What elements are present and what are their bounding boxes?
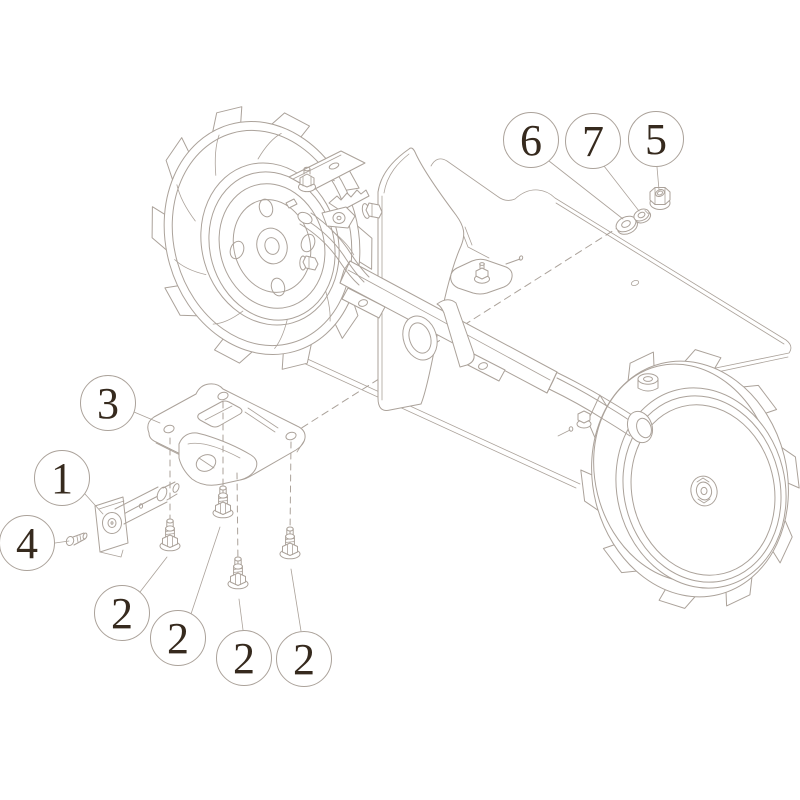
serrated-clamp	[328, 189, 370, 212]
hub-side-bolt	[361, 202, 383, 219]
axle-beam	[339, 260, 558, 394]
callout-5-label: 5	[645, 115, 667, 164]
callout-4-label: 4	[16, 519, 38, 568]
hub-lower-bolt	[299, 255, 319, 271]
tire-tread-line	[176, 184, 196, 222]
lever-arm	[321, 206, 356, 229]
bracket-slot	[197, 400, 243, 428]
callout-7: 7	[565, 113, 621, 169]
mounting-bracket	[147, 383, 306, 486]
callout-2d-label: 2	[293, 635, 315, 684]
filler-cap	[637, 373, 659, 392]
right-axle-tube	[548, 371, 659, 444]
guard-plate	[377, 147, 465, 411]
beam-tab-left	[341, 287, 386, 319]
beam-strap	[436, 299, 475, 368]
callout-balloons: 6 7 5 3 1 4 2 2	[0, 111, 684, 687]
callout-3-label: 3	[97, 379, 119, 428]
hub-top-bolt	[298, 166, 316, 193]
right-hub	[690, 475, 718, 507]
set-screw	[65, 532, 88, 547]
axle-collar	[402, 315, 438, 361]
callout-2a-label: 2	[111, 589, 133, 638]
callout-4: 4	[0, 515, 55, 571]
callout-7-label: 7	[582, 117, 604, 166]
bolt-phantom-lines	[169, 401, 292, 567]
bracket-channel	[178, 432, 258, 486]
callout-5: 5	[628, 111, 684, 167]
callout-1: 1	[34, 450, 90, 506]
lock-washer	[633, 208, 652, 224]
housing-bolt	[576, 410, 592, 429]
callout-2c: 2	[216, 630, 272, 686]
pivot-pin	[94, 481, 180, 558]
left-hub-boss	[256, 227, 288, 265]
left-hub-fittings	[285, 150, 383, 286]
tire-tread-line	[214, 134, 220, 176]
callout-6: 6	[503, 112, 559, 168]
callout-2d: 2	[276, 631, 332, 687]
callout-1-label: 1	[51, 454, 73, 503]
tire-tread-line	[174, 259, 207, 275]
leader-lines	[54, 160, 660, 632]
callout-2b-label: 2	[167, 614, 189, 663]
callout-3: 3	[80, 375, 136, 431]
callout-2c-label: 2	[233, 634, 255, 683]
hub-holes	[229, 198, 316, 297]
hex-nut	[649, 187, 671, 210]
flange-bolt-1	[159, 518, 181, 552]
callout-6-label: 6	[520, 116, 542, 165]
left-wheel	[151, 106, 373, 370]
tire-tread-line	[257, 133, 282, 160]
callout-2b: 2	[150, 610, 206, 666]
callout-2a: 2	[94, 585, 150, 641]
right-wheel	[580, 349, 800, 609]
deck-mount-plate	[450, 255, 524, 295]
